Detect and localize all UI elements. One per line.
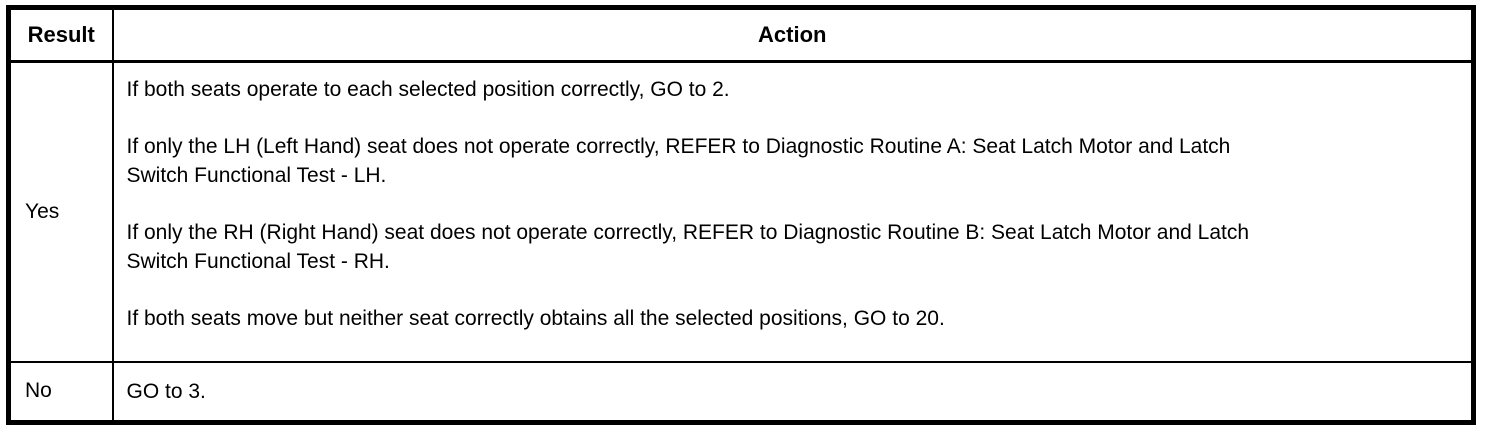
- action-text-line: Switch Functional Test - LH.: [126, 164, 387, 187]
- diagnostic-page: Result Action Yes If both seats operate …: [6, 5, 1476, 425]
- action-cell-yes: If both seats operate to each selected p…: [111, 61, 1474, 363]
- action-text-line: If both seats operate to each selected p…: [126, 78, 730, 101]
- action-column-header: Action: [111, 7, 1474, 63]
- action-text-line: If both seats move but neither seat corr…: [126, 307, 945, 330]
- result-cell-yes: Yes: [8, 61, 113, 363]
- action-text-line: If only the LH (Left Hand) seat does not…: [126, 135, 1231, 158]
- action-paragraph: If only the RH (Right Hand) seat does no…: [127, 218, 1458, 276]
- result-action-table: Result Action Yes If both seats operate …: [6, 5, 1476, 425]
- table-row-no: No GO to 3.: [9, 362, 1474, 422]
- action-text-line: If only the RH (Right Hand) seat does no…: [126, 221, 1250, 244]
- table-row-yes: Yes If both seats operate to each select…: [8, 61, 1474, 363]
- result-cell-no: No: [25, 379, 52, 403]
- action-cell-no: GO to 3.: [111, 362, 1474, 422]
- table-header-row: Result Action: [8, 7, 1474, 63]
- action-paragraph: If both seats operate to each selected p…: [127, 75, 1458, 104]
- action-text-line: Switch Functional Test - RH.: [126, 250, 390, 273]
- action-paragraph: If only the LH (Left Hand) seat does not…: [127, 132, 1458, 190]
- action-text-line: GO to 3.: [126, 379, 206, 403]
- result-column-header: Result: [8, 7, 113, 63]
- action-paragraph: GO to 3.: [127, 377, 1458, 406]
- action-paragraph: If both seats move but neither seat corr…: [127, 304, 1458, 333]
